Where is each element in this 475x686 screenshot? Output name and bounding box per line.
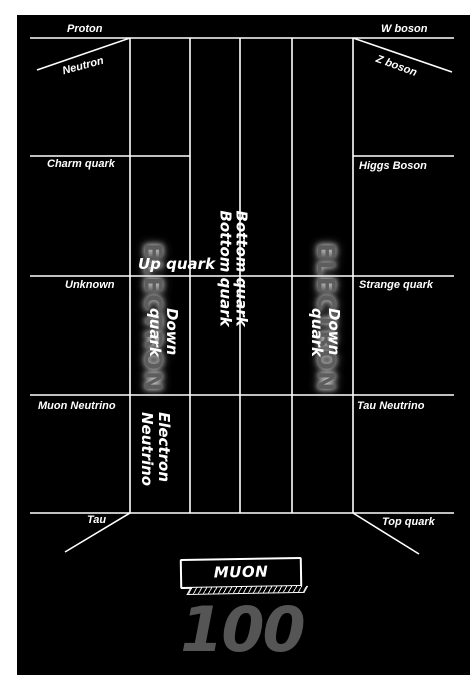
label-down-quark-right: Down quark	[308, 308, 343, 357]
label-tau: Tau	[87, 514, 107, 526]
label-down-quark-left: Down quark	[146, 308, 181, 357]
label-top-quark: Top quark	[382, 516, 435, 528]
label-charm-quark: Charm quark	[47, 158, 115, 170]
score-display: 100	[180, 593, 305, 666]
label-up-quark: Up quark	[138, 255, 216, 273]
label-bottom-quark-1: Bottom quark	[216, 210, 235, 327]
label-electron-neutrino: Electron Neutrino	[138, 412, 173, 487]
label-bottom-quark-2: Bottom quark	[232, 210, 251, 327]
label-w-boson: W boson	[381, 23, 428, 35]
label-tau-neutrino: Tau Neutrino	[357, 400, 425, 412]
label-muon-neutrino: Muon Neutrino	[38, 400, 116, 412]
label-higgs-boson: Higgs Boson	[359, 160, 427, 172]
label-unknown: Unknown	[65, 279, 115, 291]
label-proton: Proton	[67, 23, 103, 35]
muon-card-label: MUON	[213, 562, 269, 582]
board-grid	[30, 37, 454, 555]
muon-card[interactable]: MUON	[179, 556, 309, 595]
game-board: Proton Neutron W boson Z boson Tau Top q…	[17, 15, 470, 675]
label-strange-quark: Strange quark	[359, 279, 433, 291]
